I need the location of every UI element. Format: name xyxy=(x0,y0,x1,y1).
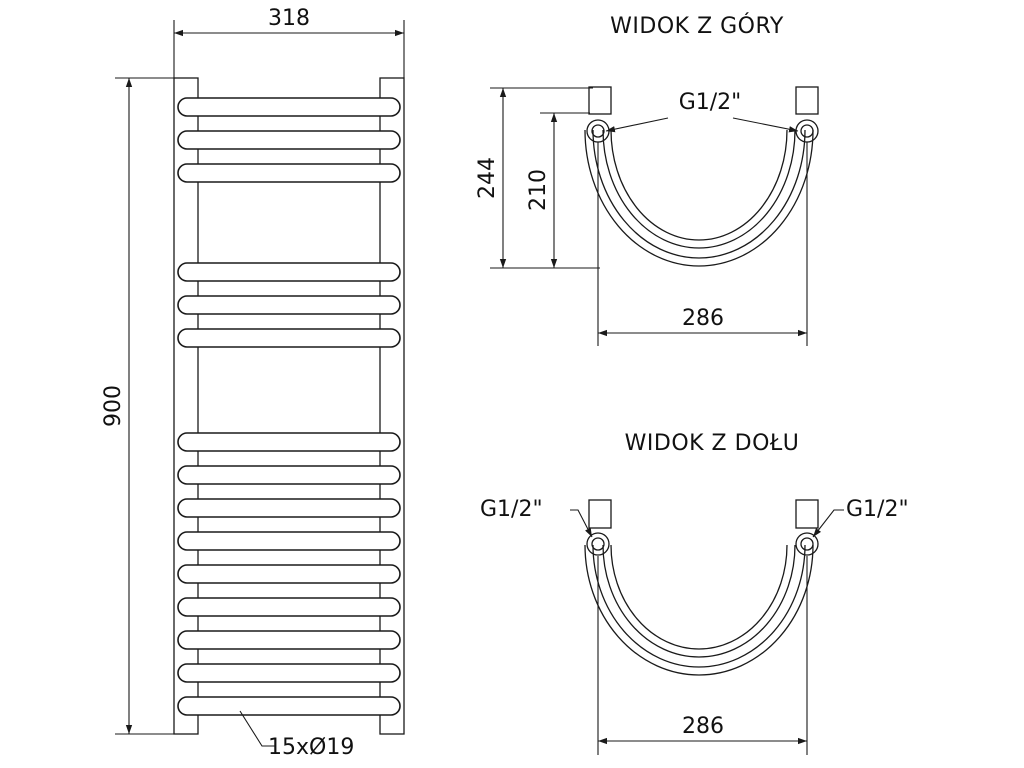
bottom-left-leader xyxy=(570,509,593,538)
left-rail xyxy=(173,77,199,735)
height-dimension: 900 xyxy=(101,77,174,735)
tube-11 xyxy=(177,564,401,584)
width-label: 318 xyxy=(268,6,310,31)
height-label: 900 xyxy=(101,385,126,427)
depth-outer-label: 244 xyxy=(475,157,500,199)
tube-13 xyxy=(177,630,401,650)
tube-14 xyxy=(177,663,401,683)
tube-3 xyxy=(177,163,401,183)
top-view-title: WIDOK Z GÓRY xyxy=(610,13,784,39)
top-right-leader xyxy=(732,117,799,133)
depth-outer-dimension: 244 xyxy=(475,87,600,269)
top-u-tube xyxy=(584,129,814,267)
tube-2 xyxy=(177,130,401,150)
tube-8 xyxy=(177,465,401,485)
top-view: WIDOK Z GÓRY 244 210 xyxy=(475,13,819,346)
top-left-leader xyxy=(605,117,669,133)
bottom-left-connector xyxy=(586,499,612,556)
tube-15 xyxy=(177,696,401,716)
bottom-left-connection-label: G1/2" xyxy=(480,497,543,522)
bottom-right-leader xyxy=(812,509,844,538)
tube-5 xyxy=(177,295,401,315)
right-rail xyxy=(379,77,405,735)
front-view: 318 900 15xØ19 xyxy=(101,6,405,760)
bottom-view: WIDOK Z DOŁU G1/2" G1/2" 2 xyxy=(480,431,909,755)
top-spacing-dimension: 286 xyxy=(597,142,808,346)
tube-7 xyxy=(177,432,401,452)
depth-inner-dimension: 210 xyxy=(526,112,590,268)
bottom-spacing-dimension: 286 xyxy=(597,556,808,755)
tube-6 xyxy=(177,328,401,348)
tube-leader: 15xØ19 xyxy=(239,710,354,760)
bottom-u-tube xyxy=(584,544,814,676)
depth-inner-label: 210 xyxy=(526,169,551,211)
top-left-connector xyxy=(586,86,612,143)
top-connection-label: G1/2" xyxy=(679,90,742,115)
width-dimension: 318 xyxy=(173,6,405,78)
tube-group xyxy=(177,97,401,716)
tubes-label: 15xØ19 xyxy=(268,735,354,760)
top-right-connector xyxy=(795,86,819,143)
top-spacing-label: 286 xyxy=(682,306,724,331)
tube-10 xyxy=(177,531,401,551)
bottom-right-connection-label: G1/2" xyxy=(846,497,909,522)
tube-4 xyxy=(177,262,401,282)
tube-1 xyxy=(177,97,401,117)
bottom-right-connector xyxy=(795,499,819,556)
bottom-view-title: WIDOK Z DOŁU xyxy=(625,431,800,456)
tube-12 xyxy=(177,597,401,617)
bottom-spacing-label: 286 xyxy=(682,714,724,739)
tube-9 xyxy=(177,498,401,518)
